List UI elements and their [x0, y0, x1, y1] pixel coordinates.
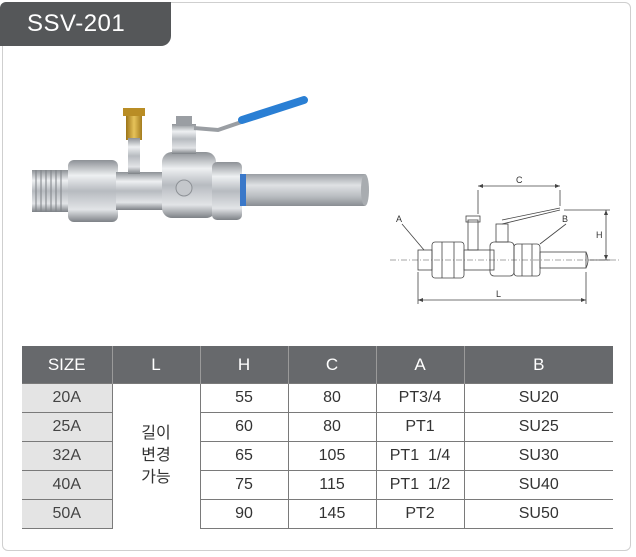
header-b: B: [463, 346, 613, 384]
cell-size: 50A: [22, 499, 112, 529]
cell-b: SU50: [463, 499, 613, 529]
header-c: C: [287, 346, 376, 384]
cell-h: 60: [199, 412, 288, 442]
union-nut: [68, 160, 118, 222]
cell-a: PT1: [375, 412, 464, 442]
drawing-label-h: H: [596, 230, 603, 240]
length-note-line: 길이: [141, 425, 171, 443]
blue-lever-handle: [238, 96, 308, 124]
blue-ring: [240, 174, 246, 206]
cell-c: 80: [287, 383, 376, 413]
cell-c: 145: [287, 499, 376, 529]
length-note-line: 변경: [141, 447, 171, 465]
cell-size: 32A: [22, 441, 112, 471]
header-l: L: [111, 346, 200, 384]
table-row: 40A 75 115 PT1 1/2 SU40: [22, 470, 613, 500]
cell-a: PT1 1/2: [375, 470, 464, 500]
drawing-label-a: A: [396, 214, 402, 224]
spec-table-header: SIZE L H C A B: [22, 346, 613, 384]
cell-a: PT2: [375, 499, 464, 529]
cell-c: 80: [287, 412, 376, 442]
table-row: 50A 90 145 PT2 SU50: [22, 499, 613, 529]
union-nut-right: [212, 162, 242, 220]
table-row: 32A 65 105 PT1 1/4 SU30: [22, 441, 613, 471]
header-size: SIZE: [22, 346, 112, 384]
cell-size: 25A: [22, 412, 112, 442]
dimension-drawing: A B C H L: [390, 175, 620, 304]
header-a: A: [375, 346, 464, 384]
cell-h: 65: [199, 441, 288, 471]
drawing-label-b: B: [562, 214, 568, 224]
product-photo: [32, 96, 369, 222]
cell-b: SU25: [463, 412, 613, 442]
spec-table: SIZE L H C A B 20A 길이 변경 가능 55 80 PT3/4 …: [22, 346, 613, 529]
product-title: SSV-201: [0, 2, 171, 46]
cell-h: 90: [199, 499, 288, 529]
cell-a: PT3/4: [375, 383, 464, 413]
cell-size: 20A: [22, 383, 112, 413]
brass-test-port: [126, 114, 142, 140]
drawing-label-c: C: [516, 175, 523, 185]
table-row: 25A 60 80 PT1 SU25: [22, 412, 613, 442]
cell-a: PT1 1/4: [375, 441, 464, 471]
cell-b: SU20: [463, 383, 613, 413]
cell-size: 40A: [22, 470, 112, 500]
table-row: 20A 길이 변경 가능 55 80 PT3/4 SU20: [22, 383, 613, 529]
pipe-segment: [237, 174, 365, 206]
header-h: H: [199, 346, 288, 384]
length-note-line: 가능: [141, 469, 171, 487]
cell-h: 75: [199, 470, 288, 500]
cell-b: SU40: [463, 470, 613, 500]
cell-c: 115: [287, 470, 376, 500]
cell-c: 105: [287, 441, 376, 471]
cell-b: SU30: [463, 441, 613, 471]
valve-stem: [172, 124, 196, 154]
length-note: 길이 변경 가능: [111, 383, 200, 529]
drawing-label-l: L: [496, 289, 501, 299]
cell-h: 55: [199, 383, 288, 413]
